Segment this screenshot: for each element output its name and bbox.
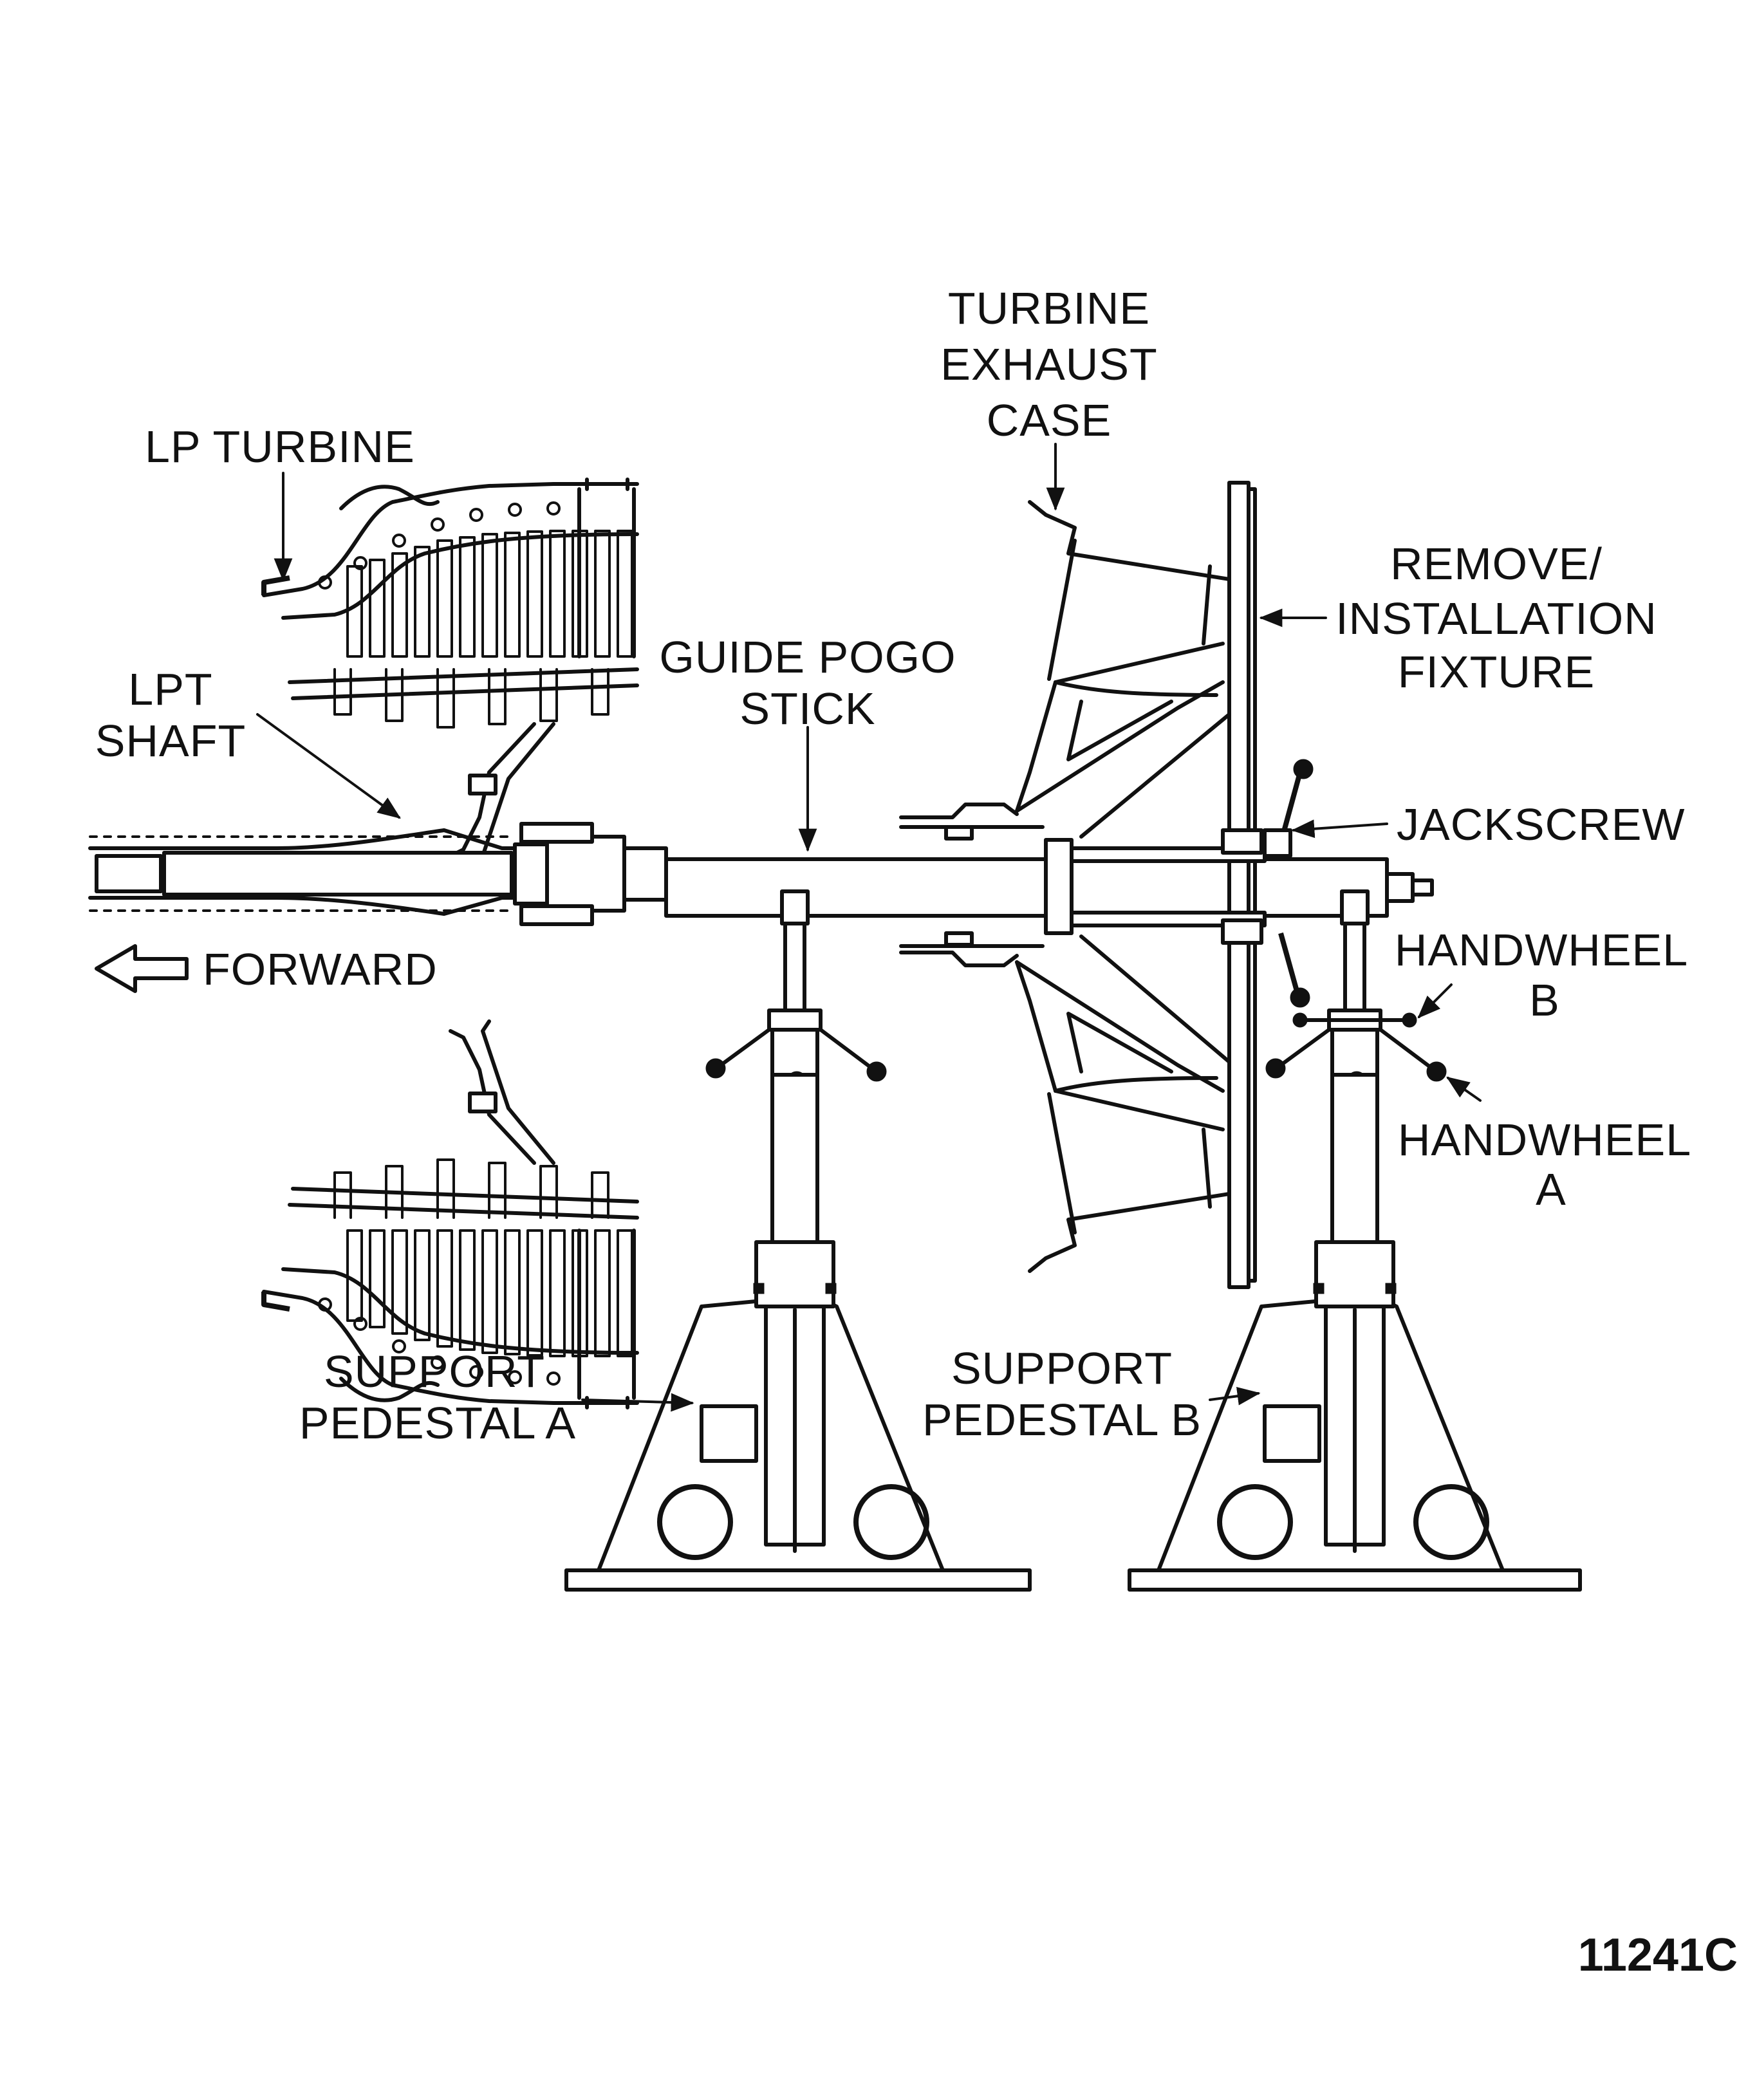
jackscrew	[1263, 759, 1314, 1008]
fixture-label-line3: FIXTURE	[1398, 647, 1595, 697]
lpt-shaft	[88, 822, 668, 926]
fixture-label-line2: INSTALLATION	[1335, 593, 1657, 644]
handwheel-b-label-line1: HANDWHEEL	[1395, 925, 1688, 975]
support-pedestal-a	[564, 889, 1032, 1592]
exhaust-case-label-line2: EXHAUST	[940, 339, 1158, 389]
jackscrew-leader	[1291, 819, 1388, 839]
jackscrew-label: JACKSCREW	[1397, 799, 1685, 850]
exhaust-case-label-line1: TURBINE	[948, 283, 1150, 333]
turbine-exhaust-case	[899, 500, 1231, 1273]
lpt-shaft-leader	[256, 713, 401, 819]
pedestal-a-leader	[581, 1393, 694, 1412]
fixture-label-line1: REMOVE/	[1390, 539, 1603, 589]
forward-label: FORWARD	[203, 944, 438, 994]
exhaust-case-label-line3: CASE	[987, 395, 1112, 445]
pedestal-b-label-line2: PEDESTAL B	[922, 1395, 1202, 1445]
handwheel-b-label-line2: B	[1529, 975, 1560, 1025]
remove-installation-fixture	[1044, 481, 1267, 1289]
pedestal-b-label-line1: SUPPORT	[951, 1343, 1173, 1393]
guide-pogo-label-line1: GUIDE POGO	[659, 632, 956, 682]
handwheel-a-leader	[1446, 1076, 1482, 1102]
handwheel-a-label-line1: HANDWHEEL	[1398, 1115, 1691, 1165]
lpt-shaft-label-line2: SHAFT	[95, 716, 246, 766]
pedestal-b-leader	[1209, 1387, 1261, 1406]
handwheel-a-label-line2: A	[1536, 1164, 1566, 1214]
guide-pogo-stick	[664, 857, 1434, 918]
lpt-shaft-label-line1: LPT	[128, 664, 212, 714]
lp-turbine-upper	[261, 478, 639, 868]
forward-arrow-icon	[95, 944, 189, 993]
figure-number: 11241C	[1578, 1929, 1738, 1981]
pedestal-a-label-line2: PEDESTAL A	[299, 1398, 576, 1448]
pedestal-a-label-line1: SUPPORT	[324, 1346, 545, 1397]
lp-turbine-label: LP TURBINE	[145, 422, 415, 472]
handwheel-b-leader	[1417, 983, 1453, 1019]
lp-turbine-lower	[261, 1019, 639, 1409]
support-pedestal-b	[1128, 889, 1582, 1592]
guide-pogo-label-line2: STICK	[739, 683, 875, 734]
leader-lines	[256, 443, 1482, 1412]
